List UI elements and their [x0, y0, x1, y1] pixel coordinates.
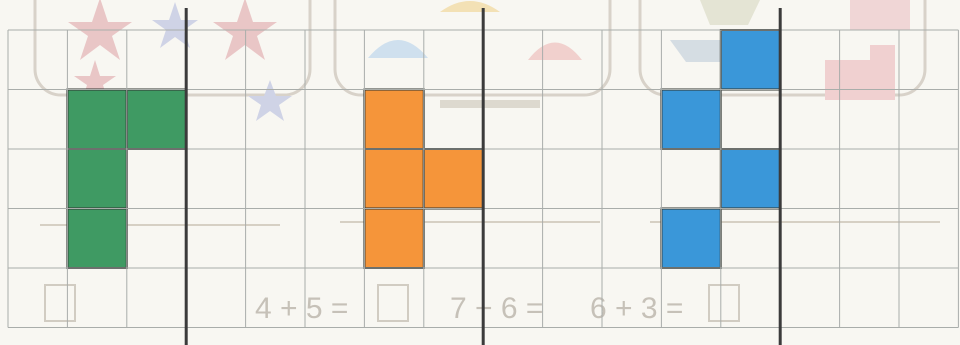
shape-cell — [424, 149, 483, 209]
faded-answer-box — [45, 285, 75, 321]
shape-cell — [127, 90, 186, 150]
shape-cell — [67, 90, 126, 150]
faded-background: 4 + 5 = 7 − 6 = 6 + 3 = — [35, 0, 940, 325]
faded-boat-icon — [700, 0, 760, 25]
faded-equation: 7 − 6 = — [450, 292, 543, 325]
faded-answer-box — [378, 285, 408, 321]
shape-cell — [661, 209, 720, 269]
shape-cell — [364, 149, 423, 209]
shape-cell — [364, 90, 423, 150]
shape-cell — [67, 209, 126, 269]
faded-umbrella-icon — [368, 40, 428, 58]
shape-cell — [364, 209, 423, 269]
faded-equation: 4 + 5 = — [255, 292, 348, 325]
shape-cell — [67, 149, 126, 209]
faded-equation: 6 + 3 = — [590, 292, 683, 325]
faded-strip — [440, 100, 540, 108]
shape-cell — [661, 90, 720, 150]
faded-umbrella-icon — [528, 43, 582, 61]
faded-block-icon — [825, 45, 895, 100]
faded-umbrella-icon — [440, 1, 500, 12]
faded-star-icon — [248, 80, 292, 121]
faded-answer-box — [709, 285, 739, 321]
faded-star-icon — [152, 2, 198, 48]
faded-block-icon — [850, 0, 910, 30]
shape-cell — [721, 30, 780, 90]
shape-cell — [721, 149, 780, 209]
